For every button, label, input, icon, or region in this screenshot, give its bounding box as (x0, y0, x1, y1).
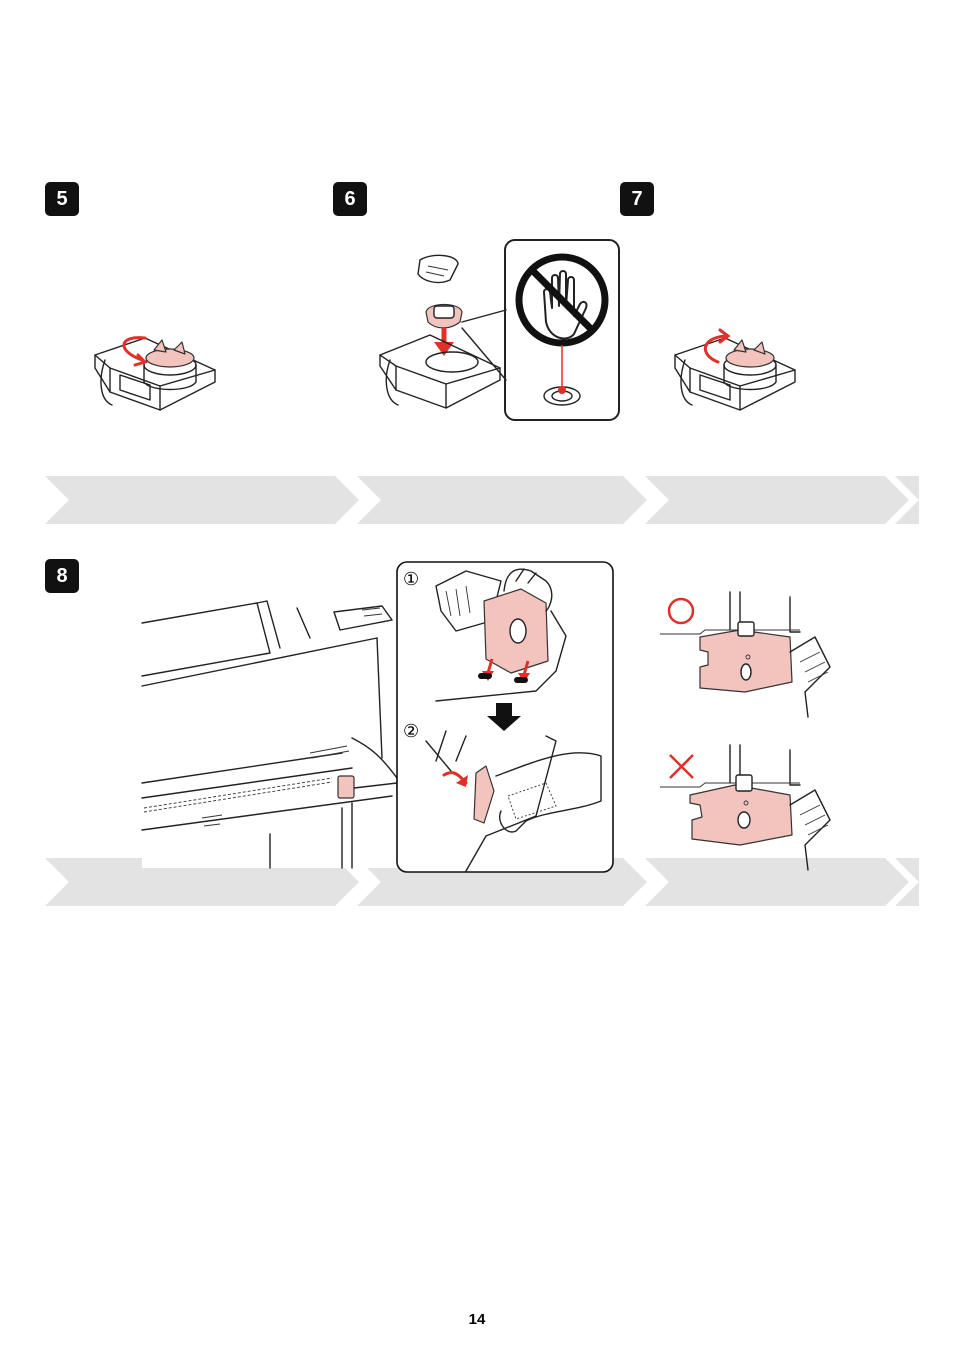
step-8-badge: 8 (45, 559, 79, 593)
circle-correct-icon (669, 599, 693, 623)
step-7-badge: 7 (620, 182, 654, 216)
ink-cap (146, 349, 194, 367)
correct-example-illustration (660, 592, 835, 722)
step-5-badge: 5 (45, 182, 79, 216)
step-7-illustration (670, 320, 805, 420)
waste-ink-tray-cover (338, 776, 354, 798)
step-6-illustration (378, 250, 623, 425)
progress-band-1 (45, 476, 919, 524)
printer-illustration (142, 598, 402, 868)
step-6-badge: 6 (333, 182, 367, 216)
substep-1-label: ① (403, 569, 419, 590)
cross-incorrect-icon (670, 755, 693, 778)
step-5-illustration (90, 320, 225, 420)
substep-2-label: ② (403, 721, 419, 742)
step-8-detail-box (396, 561, 614, 873)
incorrect-example-illustration (660, 745, 835, 870)
page-number: 14 (0, 1311, 954, 1328)
